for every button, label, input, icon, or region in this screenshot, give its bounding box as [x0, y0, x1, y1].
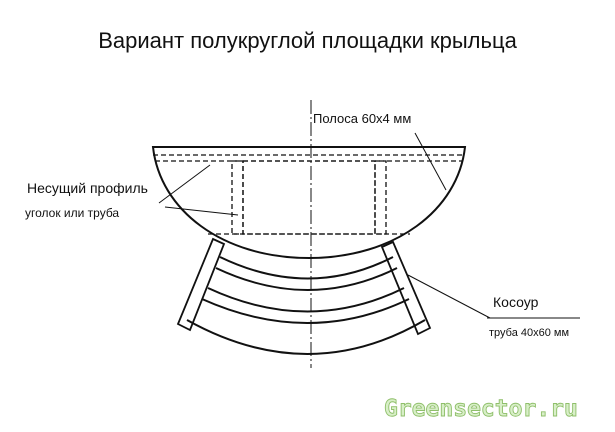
profile-leader-2	[164, 206, 239, 216]
profile-right-post	[374, 160, 387, 235]
step-arc-2-top	[207, 287, 405, 313]
profile-sublabel: уголок или труба	[25, 206, 119, 220]
stringer-sublabel: труба 40x60 мм	[489, 327, 569, 339]
stringer-left	[176, 237, 226, 332]
step-arc-1-bottom	[215, 267, 398, 291]
stringer-label: Косоур	[493, 294, 539, 310]
diagram-title: Вариант полукруглой площадки крыльца	[98, 28, 517, 53]
profile-leader-1	[158, 164, 211, 204]
step-arc-3	[186, 319, 426, 355]
profile-left-post	[231, 160, 244, 235]
platform-outline	[151, 146, 467, 260]
profile-label: Несущий профиль	[27, 180, 148, 196]
stringer-right	[380, 240, 432, 336]
profile-frame-inner	[242, 160, 376, 235]
stringer-leader	[407, 274, 491, 319]
watermark: Greensector.ru	[384, 396, 578, 422]
strip-leader	[414, 132, 447, 191]
strip-label: Полоса 60x4 мм	[313, 111, 411, 126]
step-arc-2-bottom	[201, 298, 410, 324]
step-arc-1-top	[219, 256, 394, 280]
